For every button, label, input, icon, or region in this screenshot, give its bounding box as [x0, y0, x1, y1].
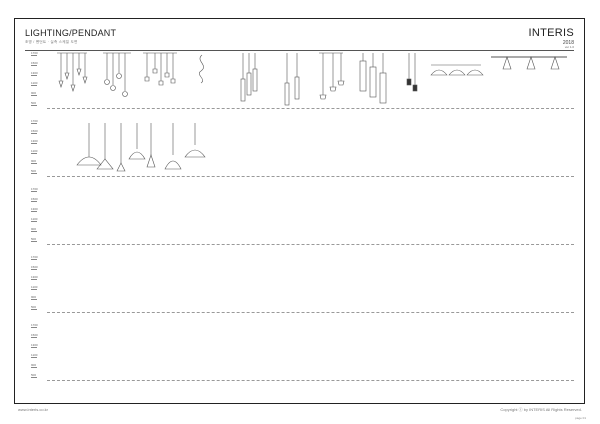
row-baseline	[47, 176, 574, 177]
version-code: ver 1.0	[564, 45, 574, 49]
row-baseline	[47, 108, 574, 109]
pendant-row-3: 1700 1500 1300 1100 900 500	[25, 187, 574, 247]
scale-tick: 1300	[31, 207, 38, 212]
scale-tick: 500	[31, 237, 38, 242]
pendant-drawings-row-1	[57, 52, 567, 106]
scale-tick: 1500	[31, 61, 38, 66]
page-code: page 01	[575, 416, 586, 420]
scale-tick: 1700	[31, 323, 38, 328]
year-label: 2018	[562, 40, 574, 46]
scale-tick: 1300	[31, 71, 38, 76]
scale-tick: 900	[31, 363, 38, 368]
scale-tick: 1700	[31, 187, 38, 192]
scale-tick: 1100	[31, 217, 38, 222]
page-title: LIGHTING/PENDANT	[25, 28, 117, 38]
copyright-notice: Copyright ⓒ by INTERIS All Rights Reserv…	[500, 407, 582, 412]
scale-tick: 500	[31, 169, 38, 174]
drawing-sheet: LIGHTING/PENDANT 조명 / 펜던트 · 실측 스케일 도면 IN…	[14, 18, 585, 404]
pendant-row-1: 1700 1500 1300 1100 900 500	[25, 51, 574, 111]
scale-tick: 1700	[31, 51, 38, 56]
pendant-row-5: 1700 1500 1300 1100 900 500	[25, 323, 574, 383]
row-baseline	[47, 312, 574, 313]
scale-tick: 1700	[31, 255, 38, 260]
scale-tick: 1100	[31, 149, 38, 154]
pendant-drawings-row-2	[76, 123, 206, 172]
scale-tick: 500	[31, 373, 38, 378]
scale-tick: 1500	[31, 265, 38, 270]
pendant-row-4: 1700 1500 1300 1100 900 500	[25, 255, 574, 315]
scale-tick: 1300	[31, 139, 38, 144]
scale-tick: 900	[31, 227, 38, 232]
scale-tick: 900	[31, 295, 38, 300]
scale-tick: 900	[31, 91, 38, 96]
scale-tick: 1500	[31, 197, 38, 202]
scale-tick: 900	[31, 159, 38, 164]
header-divider	[25, 50, 574, 51]
scale-tick: 1500	[31, 333, 38, 338]
scale-tick: 500	[31, 305, 38, 310]
brand-logo: INTERIS	[528, 27, 574, 39]
row-baseline	[47, 380, 574, 381]
scale-tick: 1100	[31, 285, 38, 290]
page-subtitle: 조명 / 펜던트 · 실측 스케일 도면	[25, 40, 78, 44]
scale-tick: 1300	[31, 343, 38, 348]
scale-tick: 1300	[31, 275, 38, 280]
scale-tick: 1100	[31, 353, 38, 358]
scale-tick: 1500	[31, 129, 38, 134]
row-baseline	[47, 244, 574, 245]
scale-tick: 1700	[31, 119, 38, 124]
scale-tick: 1100	[31, 81, 38, 86]
website-link[interactable]: www.interis.co.kr	[18, 407, 49, 412]
pendant-row-2: 1700 1500 1300 1100 900 500	[25, 119, 574, 179]
scale-tick: 500	[31, 101, 38, 106]
